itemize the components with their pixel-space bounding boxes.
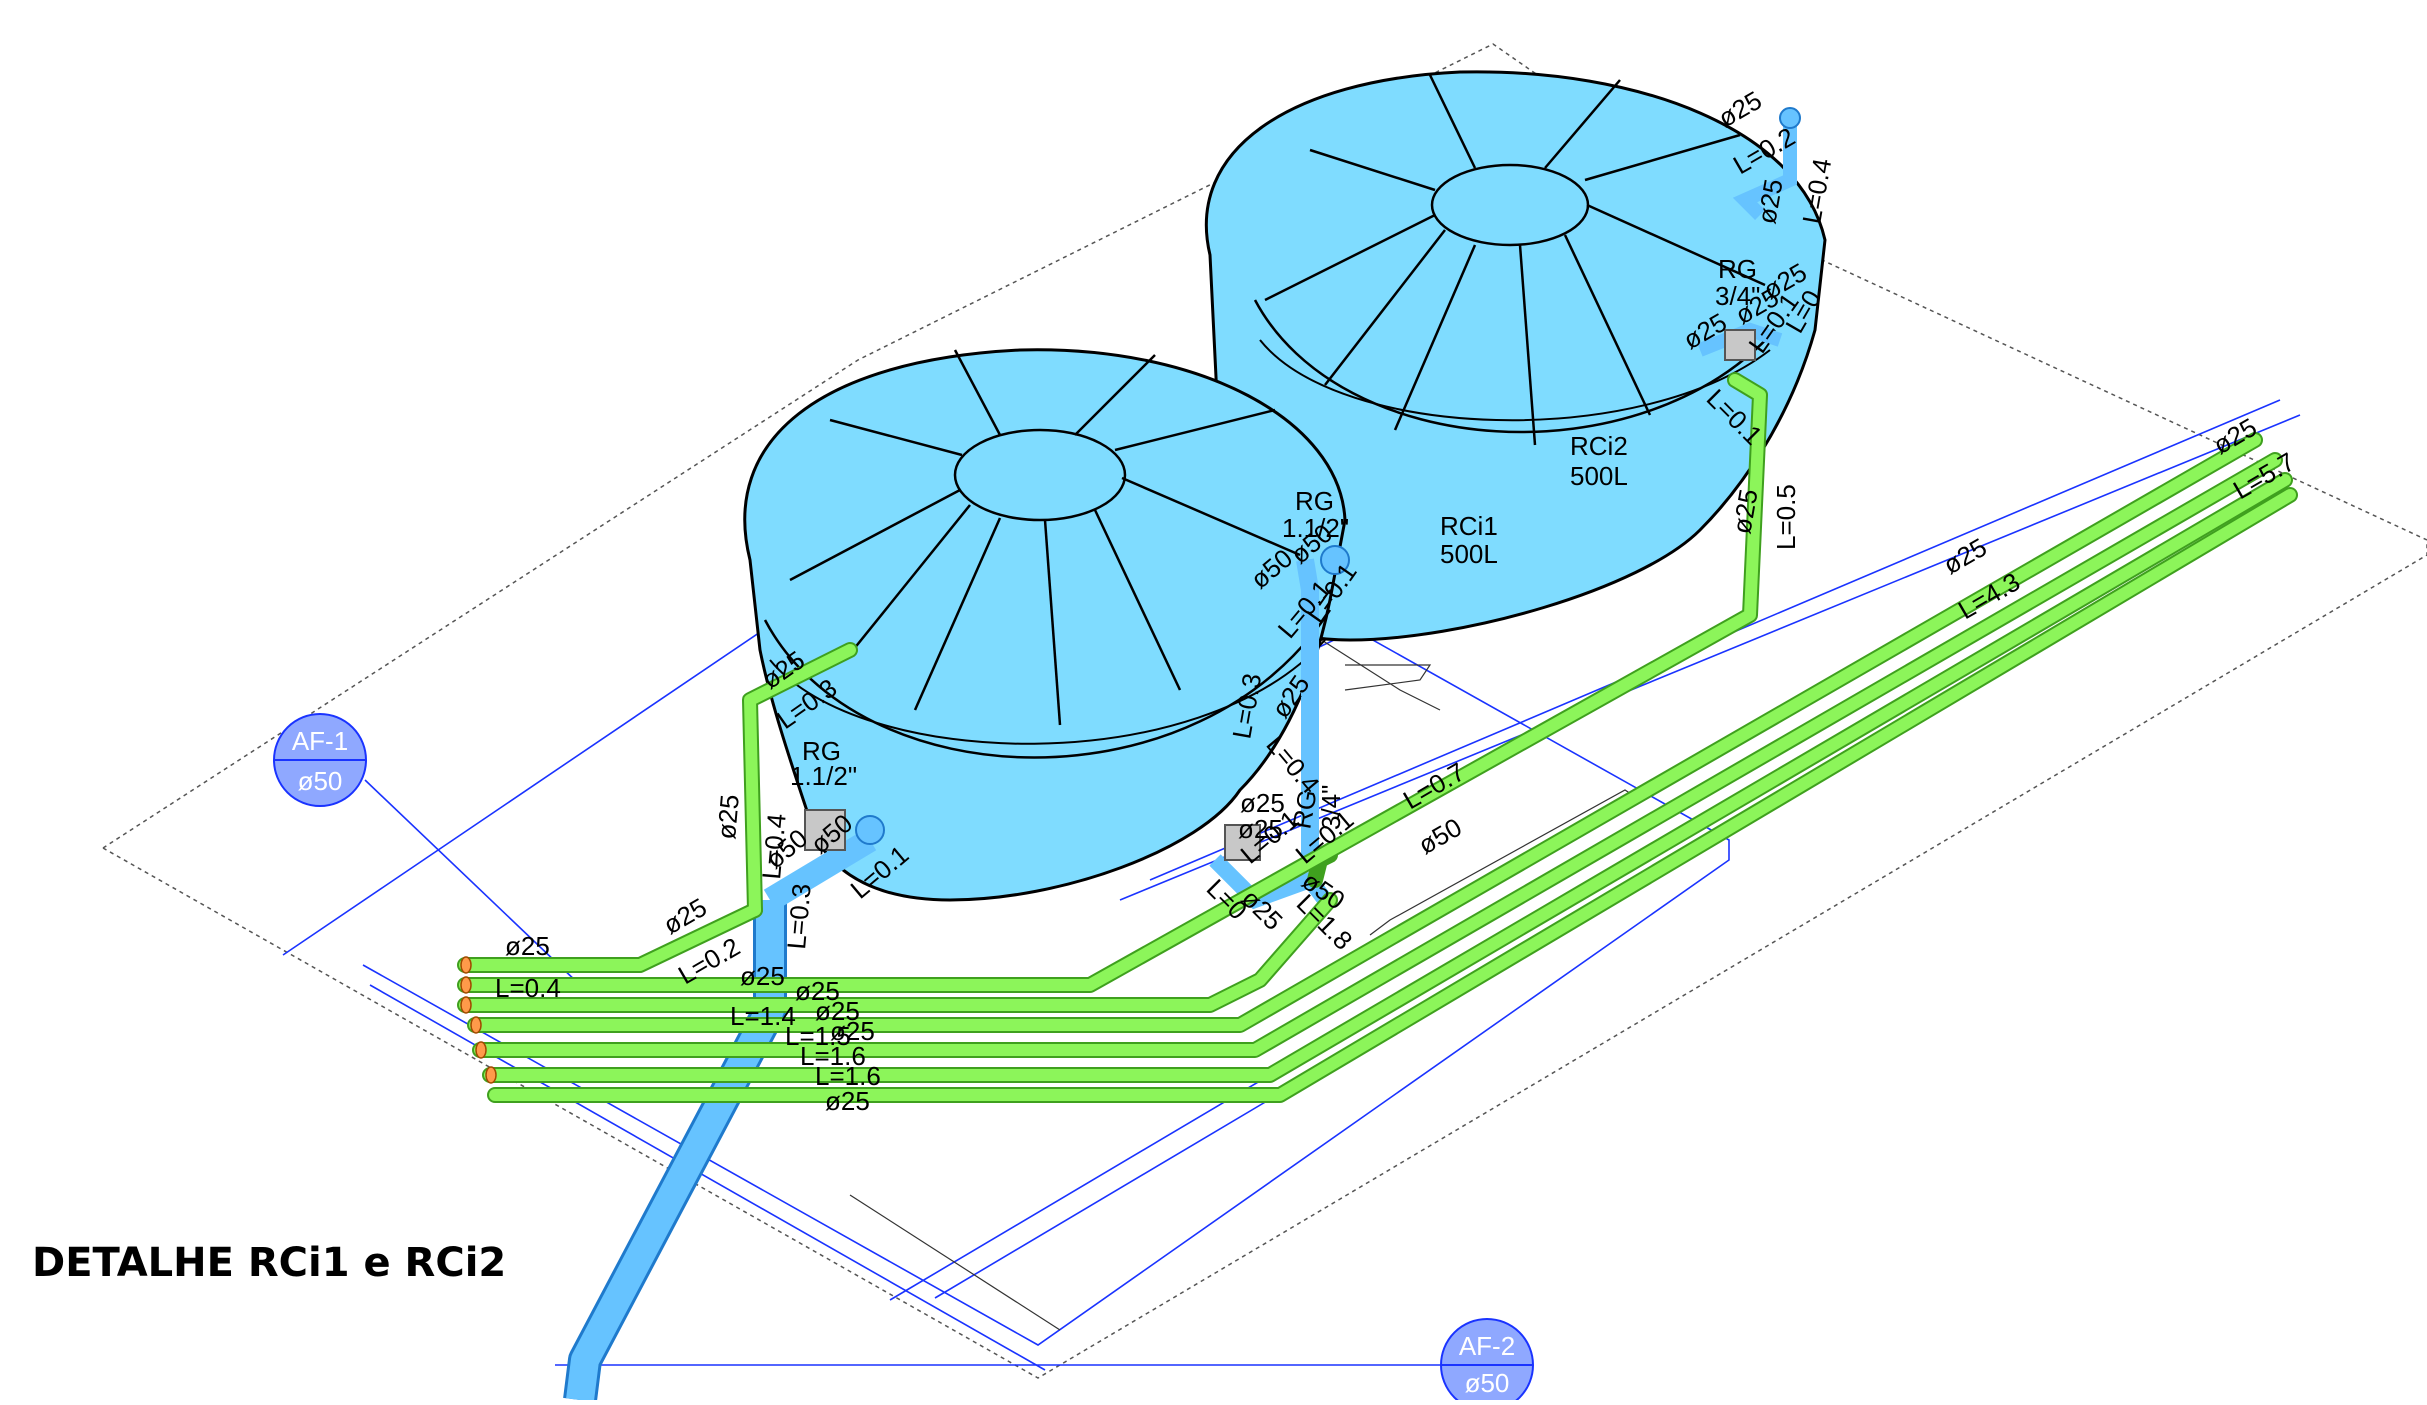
label-43: ø25 — [830, 1016, 875, 1046]
label-50: RG — [1286, 787, 1322, 831]
marker-af-2-diameter: ø50 — [1465, 1368, 1510, 1398]
label-19: 1.1/2" — [1282, 513, 1349, 543]
tank-rci1-volume: 500L — [1440, 539, 1498, 569]
valves — [804, 107, 1801, 861]
label-14: ø25 — [2208, 412, 2262, 460]
label-33: L=0.3 — [781, 882, 817, 950]
tank-rci2-name: RCi2 — [1570, 431, 1628, 461]
slab-outline — [102, 43, 2427, 1379]
diagram-title: DETALHE RCi1 e RCi2 — [32, 1240, 506, 1286]
cold-water-pipes — [457, 372, 2298, 1103]
label-39: ø25 — [795, 976, 840, 1006]
label-38: ø25 — [740, 961, 785, 991]
label-61: ø50 — [1413, 812, 1467, 860]
label-46: ø25 — [825, 1086, 870, 1116]
label-16: ø25 — [1938, 532, 1992, 580]
marker-af-2: AF-2 ø50 — [1440, 1318, 1534, 1405]
label-26: RG — [802, 736, 841, 766]
tank-labels: RCi2 500L RCi1 500L — [1440, 431, 1628, 569]
marker-af-1-diameter: ø50 — [298, 766, 343, 796]
label-53: ø25 — [1238, 814, 1283, 844]
label-2: L=0.4 — [1796, 156, 1837, 226]
label-60: L=0.7 — [1398, 756, 1470, 815]
label-5: 3/4" — [1715, 281, 1760, 311]
label-29: L=0.4 — [756, 812, 792, 880]
tank-rci2 — [1204, 70, 1827, 642]
label-27: 1.1/2" — [790, 761, 857, 791]
label-37: L=0.4 — [495, 973, 561, 1003]
label-4: RG — [1718, 254, 1757, 284]
marker-af-2-id: AF-2 — [1459, 1331, 1515, 1361]
tank-rci1 — [743, 348, 1347, 902]
label-41: ø25 — [815, 996, 860, 1026]
tank-rci1-name: RCi1 — [1440, 511, 1498, 541]
tank-rci2-volume: 500L — [1570, 461, 1628, 491]
label-28: ø25 — [711, 793, 745, 840]
label-52: ø25 — [1240, 788, 1285, 818]
label-36: ø25 — [505, 931, 550, 961]
label-44: L=1.6 — [800, 1041, 866, 1071]
marker-af-1: AF-1 ø50 — [273, 713, 367, 807]
label-13: L=0.5 — [1771, 484, 1801, 550]
label-42: L=1.5 — [785, 1021, 851, 1051]
label-40: L=1.4 — [730, 1001, 796, 1031]
marker-af-1-id: AF-1 — [292, 726, 348, 756]
label-45: L=1.6 — [815, 1061, 881, 1091]
label-51: 3/4" — [1316, 785, 1346, 830]
label-18: RG — [1295, 486, 1334, 516]
